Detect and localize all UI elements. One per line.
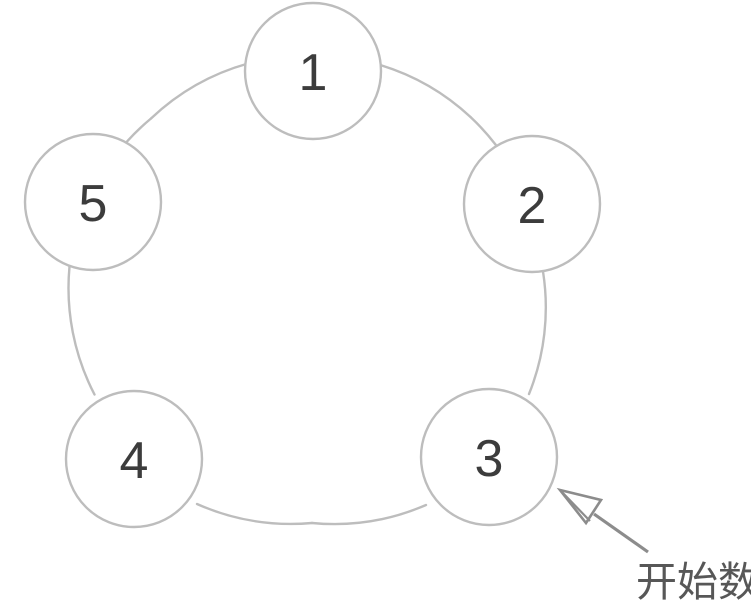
- annotation-arrow-head-icon: [556, 487, 604, 526]
- node-2-label: 2: [518, 177, 547, 235]
- node-3[interactable]: 3: [419, 387, 559, 527]
- annotation-arrow-head-inner: [559, 489, 591, 522]
- node-3-label: 3: [475, 430, 504, 488]
- annotation-arrow-shaft: [593, 512, 649, 554]
- node-3-circle[interactable]: [419, 387, 559, 527]
- node-5[interactable]: 5: [23, 132, 163, 272]
- node-1-label: 1: [299, 44, 328, 102]
- ring-connections: [67, 62, 548, 526]
- annotation-label: 开始数: [636, 559, 751, 603]
- connection-arc-2-3: [527, 270, 548, 396]
- node-2-circle[interactable]: [462, 134, 602, 274]
- connection-arc-3-4-b: [195, 502, 314, 526]
- node-5-label: 5: [79, 175, 108, 233]
- connection-arc-1-2: [377, 63, 472, 119]
- start-annotation: [556, 487, 649, 554]
- connection-arc-5-1-b: [149, 62, 250, 120]
- node-2[interactable]: 2: [462, 134, 602, 274]
- node-1[interactable]: 1: [243, 1, 383, 141]
- node-4-label: 4: [120, 432, 149, 490]
- node-1-circle[interactable]: [243, 1, 383, 141]
- node-4[interactable]: 4: [64, 389, 204, 529]
- connection-arc-3-4: [310, 503, 428, 526]
- node-4-circle[interactable]: [64, 389, 204, 529]
- connection-arc-4-5: [67, 265, 96, 396]
- node-5-circle[interactable]: [23, 132, 163, 272]
